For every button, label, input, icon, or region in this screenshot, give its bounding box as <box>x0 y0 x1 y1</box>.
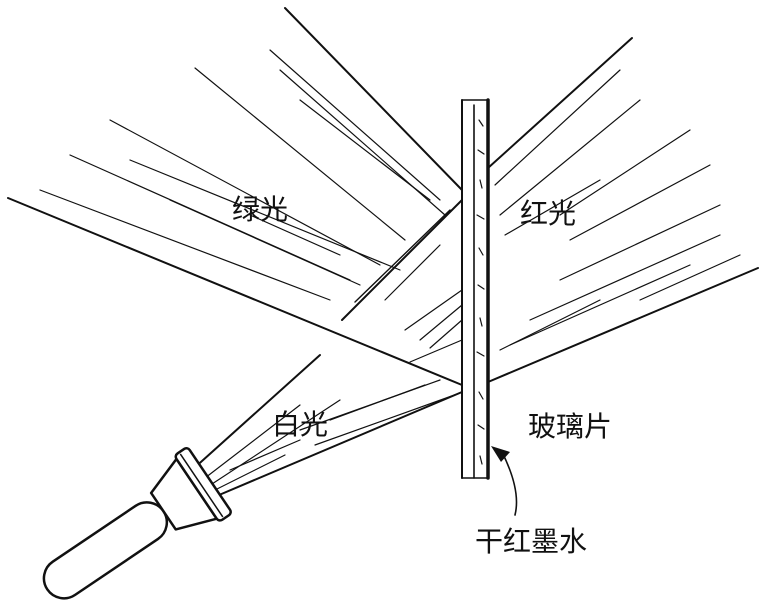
red-light-label: 红光 <box>520 197 577 230</box>
filter-fan-lines <box>341 199 463 363</box>
green-beam-upper-edge <box>284 7 463 191</box>
ink-pointer-line <box>501 451 518 516</box>
white-light-label: 白光 <box>272 408 329 441</box>
dry-red-ink-label: 干红墨水 <box>475 525 588 558</box>
glass-sheet-label: 玻璃片 <box>528 410 613 443</box>
red-beam-lower-edge <box>487 267 759 383</box>
green-beam-lower-edge <box>7 197 463 386</box>
red-beam-shading <box>494 69 741 351</box>
green-beam-shading <box>39 49 446 301</box>
green-light-label: 绿光 <box>232 193 289 226</box>
dry-red-ink-coating <box>476 119 485 465</box>
glass-sheet <box>461 98 490 480</box>
flashlight-icon <box>42 447 232 600</box>
white-beam-shading <box>204 379 461 491</box>
white-beam-lower-edge <box>211 391 463 499</box>
white-beam-upper-edge <box>191 354 321 471</box>
red-beam-upper-edge <box>487 37 633 169</box>
ink-pointer-arrowhead <box>491 446 510 462</box>
